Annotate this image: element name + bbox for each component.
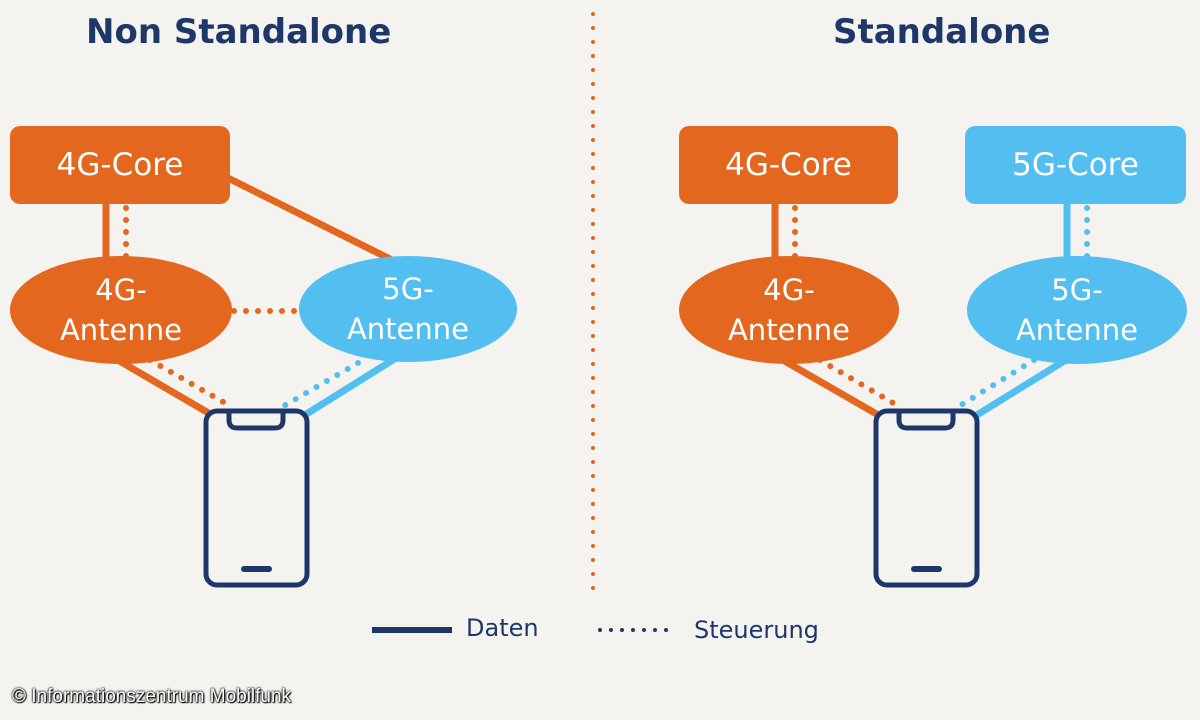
- nsa-5g-antenna-line1: 5G-: [382, 272, 434, 306]
- nsa-4g-core-box: 4G-Core: [10, 126, 230, 204]
- sa-4g-antenna-line2: Antenne: [727, 313, 851, 347]
- nsa-phone-icon: [203, 408, 310, 588]
- sa-5g-core-box: 5G-Core: [965, 126, 1186, 204]
- sa-5g-antenna: 5G- Antenne: [967, 256, 1187, 364]
- sa-5g-antenna-line1: 5G-: [1051, 273, 1103, 307]
- sa-5g-antenna-line2: Antenne: [1015, 313, 1139, 347]
- legend-data-label: Daten: [466, 614, 539, 642]
- legend-control-label: Steuerung: [694, 616, 819, 644]
- nsa-5g-antenna: 5G- Antenne: [299, 256, 517, 362]
- nsa-4g-antenna: 4G- Antenne: [10, 256, 232, 364]
- copyright-notice: © Informationszentrum Mobilfunk: [12, 686, 292, 707]
- sa-4g-core-box: 4G-Core: [679, 126, 898, 204]
- nsa-core-5g-data-line: [226, 174, 394, 264]
- nsa-4g-phone-control-line: [147, 357, 235, 410]
- sa-4g-phone-control-line: [817, 357, 903, 410]
- sa-5g-phone-control-line: [955, 357, 1037, 410]
- sa-4g-antenna-line1: 4G-: [763, 273, 815, 307]
- title-non-standalone: Non Standalone: [86, 12, 392, 52]
- nsa-5g-antenna-line2: Antenne: [346, 312, 470, 346]
- sa-4g-antenna: 4G- Antenne: [679, 256, 899, 364]
- sa-phone-icon: [873, 408, 980, 588]
- title-standalone: Standalone: [833, 12, 1051, 52]
- nsa-5g-phone-control-line: [279, 360, 361, 410]
- nsa-4g-antenna-line1: 4G-: [95, 273, 147, 307]
- nsa-4g-antenna-line2: Antenne: [59, 313, 183, 347]
